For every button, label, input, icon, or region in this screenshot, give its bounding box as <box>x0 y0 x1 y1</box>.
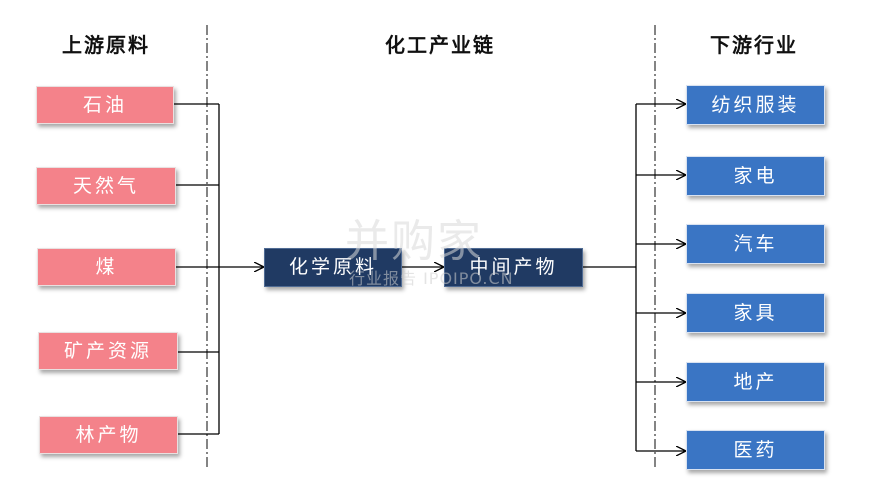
upstream-connectors <box>174 103 263 435</box>
upstream-box-natural-gas: 天然气 <box>36 167 176 205</box>
intermediate-products-box: 中间产物 <box>444 248 583 287</box>
downstream-box-textiles: 纺织服装 <box>686 85 825 125</box>
upstream-box-minerals: 矿产资源 <box>38 332 178 370</box>
downstream-box-appliances: 家电 <box>686 156 825 196</box>
upstream-box-oil: 石油 <box>36 86 174 124</box>
downstream-box-real-estate: 地产 <box>686 362 825 402</box>
downstream-box-automobiles: 汽车 <box>686 224 825 264</box>
header-upstream: 上游原料 <box>62 33 150 57</box>
upstream-box-forest-products: 林产物 <box>39 416 178 454</box>
header-downstream: 下游行业 <box>710 33 798 57</box>
downstream-box-furniture: 家具 <box>686 293 825 333</box>
chemical-raw-materials-box: 化学原料 <box>264 248 402 287</box>
header-chain: 化工产业链 <box>385 33 495 57</box>
downstream-connectors <box>583 104 685 451</box>
upstream-box-coal: 煤 <box>37 248 176 286</box>
downstream-box-pharmaceuticals: 医药 <box>686 430 825 470</box>
